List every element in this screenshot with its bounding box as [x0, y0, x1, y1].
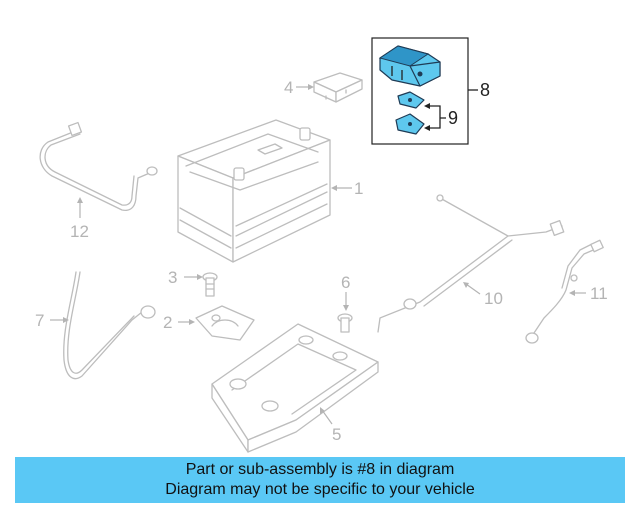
part-2-bracket — [195, 305, 255, 341]
part-11-harness — [525, 239, 604, 344]
callout-6: 6 — [341, 273, 350, 292]
callout-1: 1 — [354, 179, 363, 198]
part-8-module — [378, 45, 441, 87]
callout-11: 11 — [590, 284, 608, 303]
callout-9: 9 — [448, 108, 458, 128]
part-9-clip-upper — [397, 91, 425, 109]
callout-7: 7 — [35, 311, 44, 330]
callout-5: 5 — [332, 425, 341, 444]
banner-line-2: Diagram may not be specific to your vehi… — [165, 481, 475, 498]
part-8-frame — [371, 37, 478, 145]
callout-3: 3 — [168, 268, 177, 287]
part-12-cable — [39, 121, 158, 211]
part-5-tray — [211, 323, 379, 453]
callout-10: 10 — [484, 289, 503, 308]
part-6-bolt — [337, 313, 353, 333]
info-banner: Part or sub-assembly is #8 in diagram Di… — [15, 457, 625, 503]
callout-8: 8 — [480, 80, 490, 100]
part-10-cable — [377, 194, 565, 333]
part-3-bolt — [202, 272, 218, 297]
callout-4: 4 — [284, 78, 293, 97]
callout-12: 12 — [70, 222, 89, 241]
leader-lines — [50, 84, 586, 425]
part-4-bracket — [313, 72, 363, 103]
part-1-battery — [177, 119, 331, 263]
part-7-cable — [63, 271, 156, 380]
callout-2: 2 — [163, 313, 172, 332]
banner-line-1: Part or sub-assembly is #8 in diagram — [185, 461, 455, 478]
part-9-clip-lower — [395, 113, 425, 135]
